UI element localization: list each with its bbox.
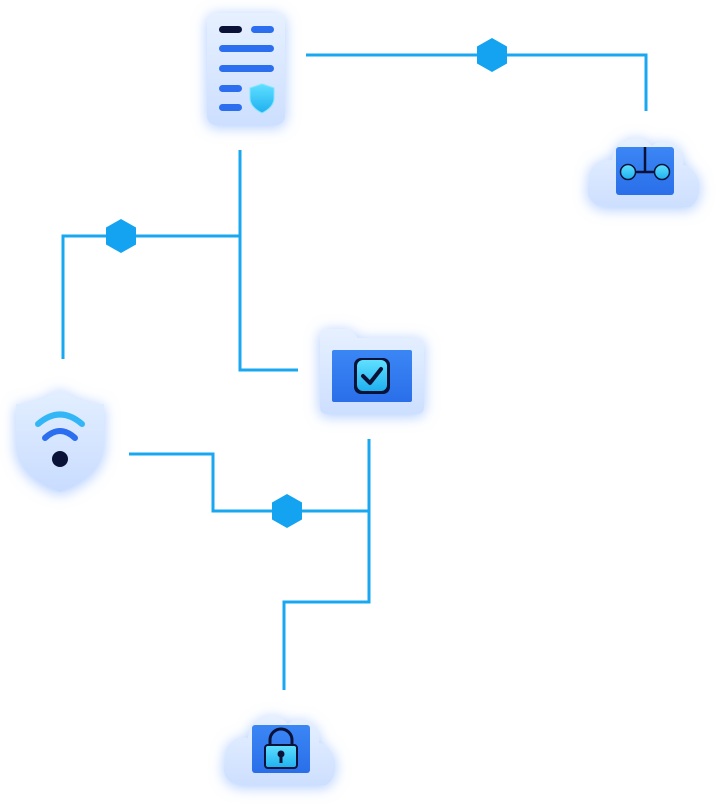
connector-document-trunk	[238, 150, 298, 372]
hexagon-marker-2	[106, 219, 136, 253]
hexagon-marker-3	[272, 494, 302, 528]
node-wifi-shield[interactable]	[16, 389, 104, 492]
connector-document-to-network-cloud	[306, 53, 648, 111]
hexagon-markers	[106, 38, 507, 528]
connector-document-to-wifi-shield	[61, 234, 240, 359]
secure-document-icon	[219, 26, 275, 114]
checked-folder-icon	[332, 350, 412, 402]
hexagon-marker-1	[477, 38, 507, 72]
cloud-network-icon	[616, 147, 674, 195]
connector-wifi-shield-to-folder	[129, 452, 369, 513]
connector-folder-to-lock-cloud	[282, 439, 371, 690]
cloud-lock-icon	[252, 725, 310, 773]
wifi-shield-icon	[35, 411, 85, 467]
